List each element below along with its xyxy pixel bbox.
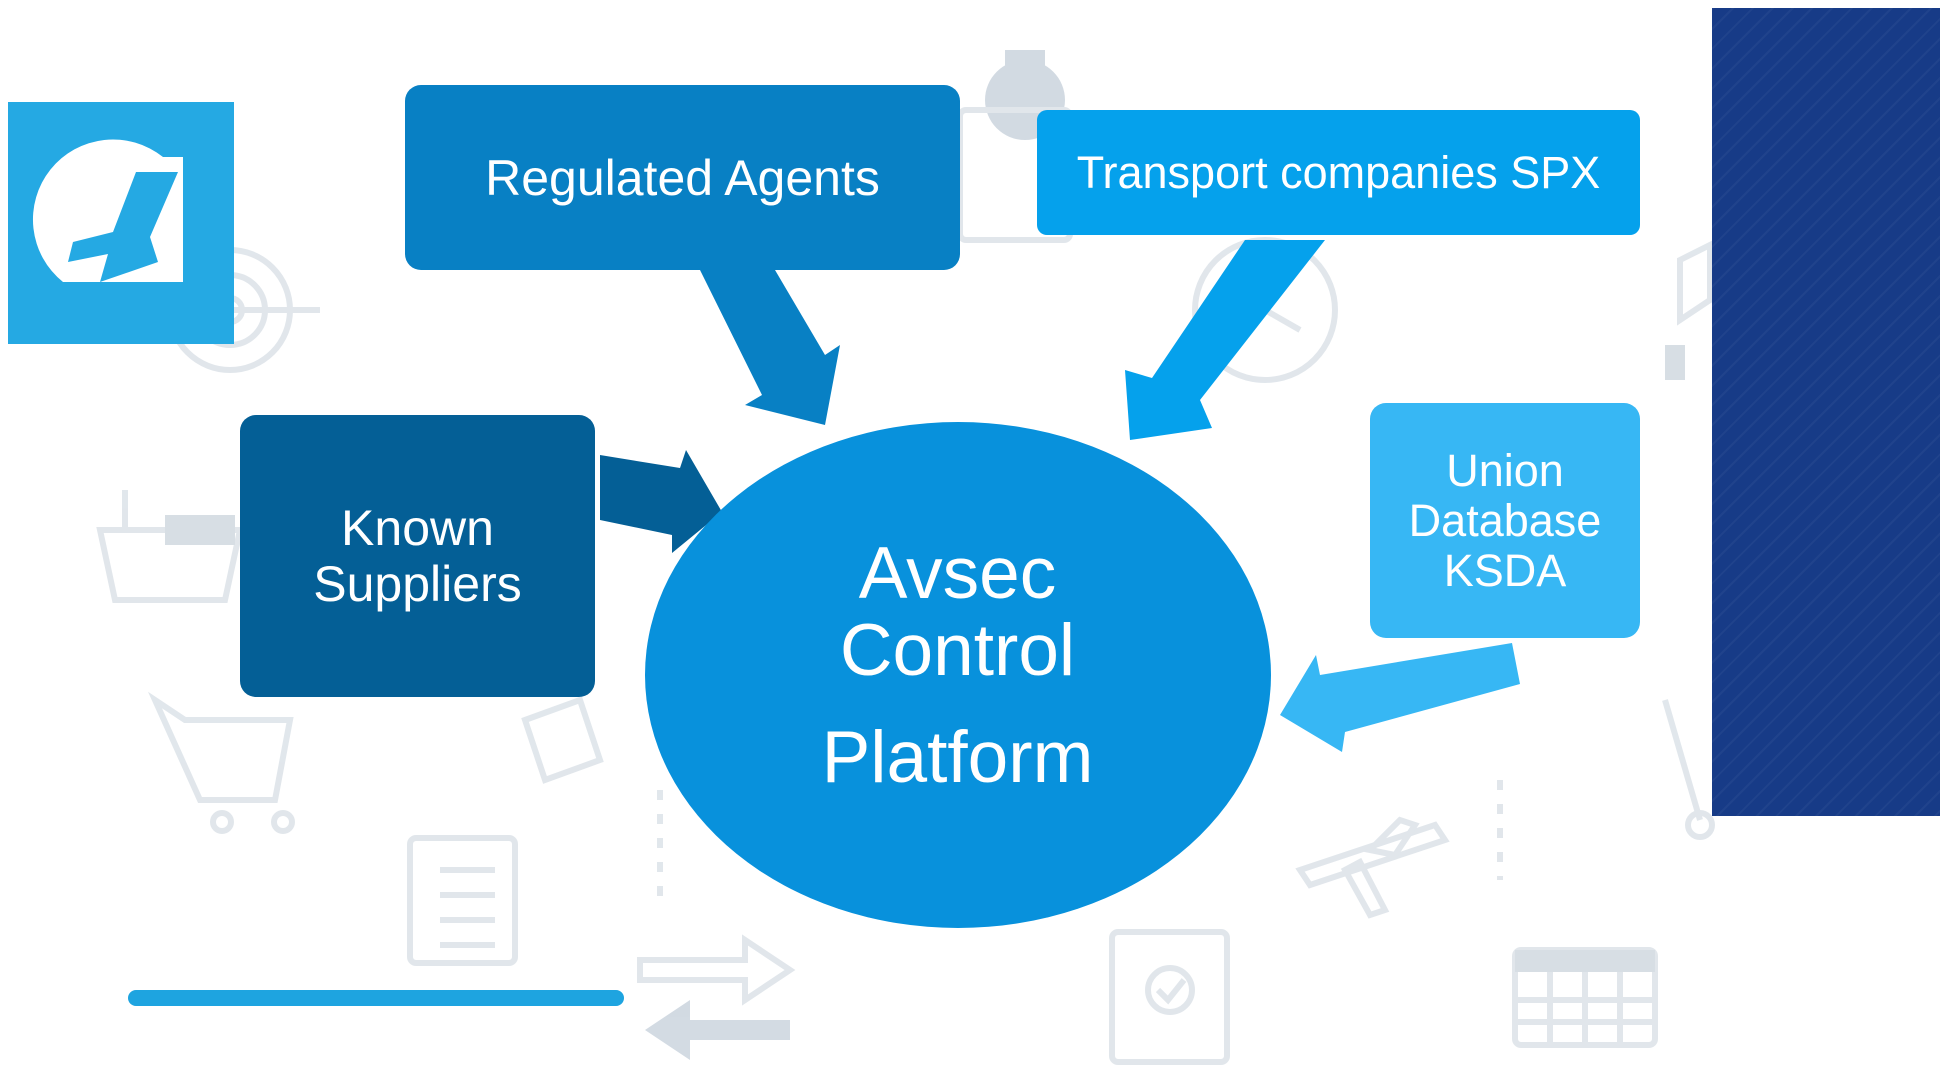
known-suppliers-box: Known Suppliers [240,415,595,697]
regulated-agents-label: Regulated Agents [485,149,880,206]
calendar-icon [1512,947,1658,1048]
clipboard-check-icon [1109,929,1230,1065]
union-database-box: Union Database KSDA [1370,403,1640,638]
avsec-platform-ellipse [645,422,1271,928]
clipboard-list-icon [407,835,518,966]
avsec-platform-label: Avsec Control Platform [645,535,1270,815]
hand-truck-icon [1662,699,1715,840]
shopping-cart-icon [147,691,295,834]
center-label-line1: Avsec [858,533,1057,614]
center-label-line3: Platform [821,717,1094,798]
regulated-agents-box: Regulated Agents [405,85,960,270]
known-suppliers-label-line1: Known [341,500,494,556]
union-database-label-line3: KSDA [1443,544,1567,596]
union-database-label-line1: Union [1446,444,1564,496]
airplane-icon [1295,816,1450,919]
swap-arrows-icon [637,934,796,1060]
package-icon [1665,240,1713,380]
arrow-union-database [1280,643,1520,752]
decorative-underline [128,990,624,1006]
arrow-transport [1125,240,1325,440]
arrow-regulated-agents [700,270,840,425]
union-database-label-line2: Database [1408,494,1602,546]
known-suppliers-label-line2: Suppliers [313,556,522,612]
side-stripe-panel [1712,8,1940,816]
center-label-line2: Control [839,610,1076,691]
transport-companies-label: Transport companies SPX [1076,146,1601,198]
arrow-known-suppliers [600,450,722,553]
package-icon [521,696,604,784]
airplane-logo-icon [32,139,184,282]
transport-companies-box: Transport companies SPX [1037,110,1640,235]
logo-tile [8,102,234,344]
ship-icon [96,490,244,603]
